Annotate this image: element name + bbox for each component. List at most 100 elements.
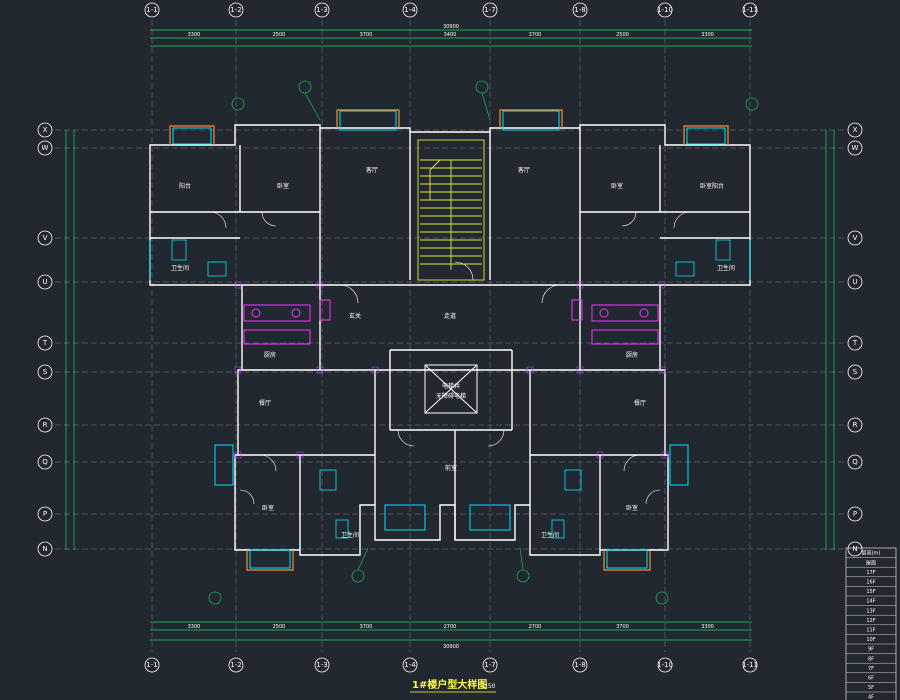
axis-bubble-col [572, 657, 588, 673]
axis-label-row: P [43, 510, 47, 518]
axis-bubble-col [402, 657, 418, 673]
axis-bubble-row [847, 541, 863, 557]
annotation-leaders [208, 80, 759, 605]
axis-bubble-col [228, 657, 244, 673]
axis-label-col: 1-4 [404, 6, 416, 14]
room-label: 阳台 [179, 182, 191, 190]
room-label: 电梯井 [442, 382, 460, 390]
room-label: 卫生间 [541, 531, 559, 539]
table-row: 10F [866, 637, 875, 643]
axis-bubble-col [657, 657, 673, 673]
axis-label-row: P [853, 510, 857, 518]
axis-bubble-row [37, 230, 53, 246]
axis-label-col: 1-8 [574, 6, 585, 14]
door-swings [209, 211, 691, 505]
dim-top-span: 3300 [188, 32, 201, 38]
dim-top-span: 2500 [616, 32, 629, 38]
axis-bubble-col [402, 2, 418, 18]
axis-label-row: V [43, 234, 48, 242]
room-label: 卧室 [262, 504, 274, 512]
room-labels: 阳台卧室客厅客厅卧室卧室阳台卫生间卫生间厨房厨房餐厅餐厅玄关走道电梯井无障碍电梯… [171, 166, 735, 539]
room-label: 走道 [444, 312, 456, 320]
axis-label-row: V [853, 234, 858, 242]
axis-label-col: 1-7 [484, 6, 495, 14]
floor-height-table: 层高(m)屋面17F16F15F14F13F12F11F10F9F8F7F6F5… [845, 547, 897, 700]
axis-bubble-col [314, 2, 330, 18]
kitchen-fixtures [243, 299, 659, 345]
room-label: 无障碍电梯 [436, 392, 466, 400]
axis-label-col: 1-11 [742, 6, 758, 14]
structural-columns [234, 281, 669, 459]
table-row: 4F [868, 695, 874, 700]
drawing-scale: 1:50 [482, 683, 496, 690]
table-row: 16F [866, 580, 875, 586]
table-row: 9F [868, 647, 874, 653]
room-label: 卧室 [611, 182, 623, 190]
axis-bubble-col [657, 2, 673, 18]
room-label: 厨房 [626, 351, 638, 359]
axis-bubble-row [37, 335, 53, 351]
dim-bottom-span: 2700 [444, 624, 457, 630]
table-row: 6F [868, 676, 874, 682]
room-label: 餐厅 [259, 399, 271, 407]
axis-bubble-col [742, 2, 758, 18]
axis-bubble-row [37, 506, 53, 522]
axis-label-row: X [43, 126, 48, 134]
axis-bubble-row [847, 417, 863, 433]
axis-bubble-row [847, 230, 863, 246]
axis-label-row: R [43, 421, 48, 429]
axis-bubble-col [144, 657, 160, 673]
dim-top-span: 3400 [444, 32, 457, 38]
axis-bubble-row [37, 417, 53, 433]
axis-bubble-col [572, 2, 588, 18]
dimension-lines [65, 29, 835, 641]
axis-bubble-row [37, 541, 53, 557]
axis-bubble-col [482, 657, 498, 673]
dim-bottom-span: 2500 [273, 624, 286, 630]
dim-top-span: 3300 [701, 32, 714, 38]
staircase [417, 139, 485, 281]
elevator-core [424, 364, 478, 414]
axis-label-row: T [852, 339, 858, 347]
table-row: 8F [868, 656, 874, 662]
dim-top-span: 3700 [360, 32, 373, 38]
axis-label-col: 1-7 [484, 661, 495, 669]
axis-bubble-row [847, 364, 863, 380]
dim-bottom-total: 30900 [443, 644, 459, 650]
axis-label-col: 1-1 [146, 6, 157, 14]
axis-bubble-row [847, 140, 863, 156]
axis-label-col: 1-3 [316, 6, 327, 14]
axis-label-col: 1-3 [316, 661, 327, 669]
axis-label-col: 1-10 [657, 6, 673, 14]
dim-top-span: 3700 [529, 32, 542, 38]
room-label: 餐厅 [634, 399, 646, 407]
drawing-title: 1#楼户型大样图 [412, 678, 487, 691]
dim-bottom-span: 2700 [529, 624, 542, 630]
room-label: 卫生间 [717, 264, 735, 272]
dim-top-span: 2500 [273, 32, 286, 38]
room-label: 厨房 [264, 351, 276, 359]
axis-label-row: W [852, 144, 859, 152]
axis-label-row: U [42, 278, 47, 286]
axis-label-row: N [42, 545, 47, 553]
room-label: 卧室阳台 [700, 182, 724, 190]
dim-bottom-span: 3700 [616, 624, 629, 630]
room-label: 卫生间 [171, 264, 189, 272]
room-label: 客厅 [518, 166, 530, 174]
axis-label-col: 1-2 [230, 6, 241, 14]
axis-label-row: S [43, 368, 48, 376]
axis-bubble-row [37, 140, 53, 156]
axis-label-col: 1-8 [574, 661, 585, 669]
windows-and-balconies [149, 110, 751, 569]
table-row: 12F [866, 618, 875, 624]
axis-bubble-row [847, 274, 863, 290]
table-header: 层高(m) [862, 550, 881, 557]
room-label: 前室 [445, 464, 457, 472]
axis-label-row: W [42, 144, 49, 152]
dim-top-total: 30900 [443, 24, 459, 30]
axis-bubble-col [144, 2, 160, 18]
axis-label-row: N [852, 545, 857, 553]
table-row: 15F [866, 589, 875, 595]
axis-label-row: S [853, 368, 858, 376]
